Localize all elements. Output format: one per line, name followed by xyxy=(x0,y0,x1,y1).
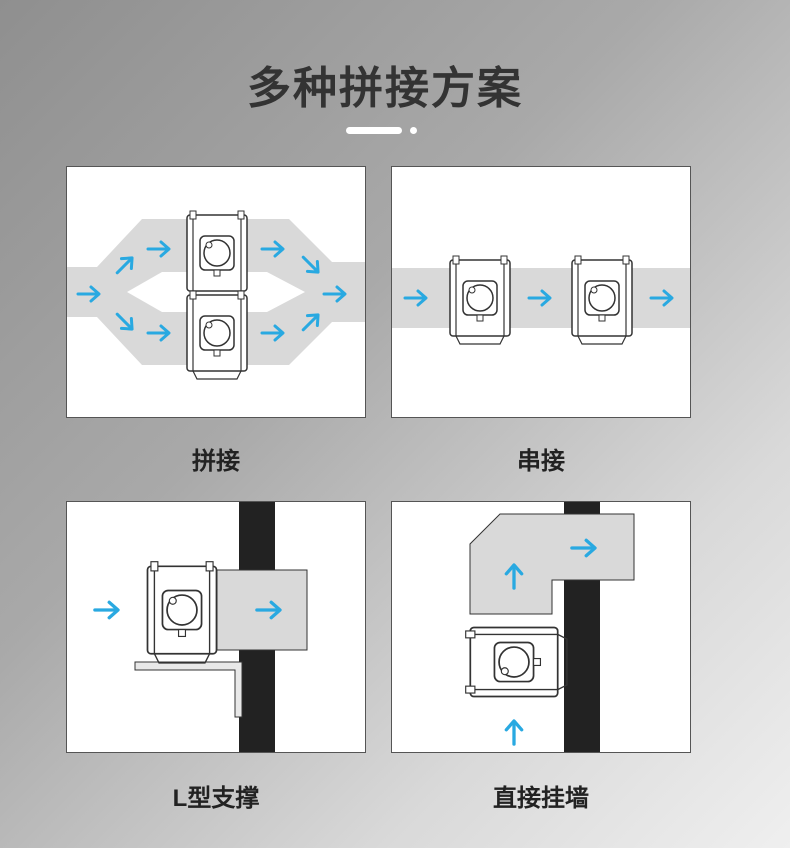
wall-mount-diagram xyxy=(464,502,635,752)
series-diagram xyxy=(392,255,690,345)
l-bracket-diagram xyxy=(93,502,308,752)
fan-unit-icon xyxy=(449,255,511,345)
parallel-diagram xyxy=(67,210,365,380)
fan-unit-icon xyxy=(146,560,218,664)
caption-series: 串接 xyxy=(517,448,565,475)
caption-parallel: 拼接 xyxy=(192,448,240,475)
caption-l-bracket: L型支撑 xyxy=(172,785,260,812)
indicator-active-bar xyxy=(346,127,402,134)
panel-wall-mount xyxy=(391,501,691,753)
fan-unit-icon xyxy=(571,255,633,345)
panel-l-bracket xyxy=(66,501,366,753)
slide-indicator xyxy=(346,127,420,135)
indicator-dot xyxy=(410,127,417,134)
flow-arrow-icon xyxy=(504,719,524,746)
fan-unit-icon xyxy=(186,290,248,380)
page-title: 多种拼接方案 xyxy=(247,64,523,113)
panel-parallel xyxy=(66,166,366,418)
flow-arrow-icon xyxy=(93,600,120,620)
panel-series xyxy=(391,166,691,418)
caption-wall-mount: 直接挂墙 xyxy=(493,785,589,812)
fan-unit-icon xyxy=(464,626,568,698)
fan-unit-icon xyxy=(186,210,248,300)
